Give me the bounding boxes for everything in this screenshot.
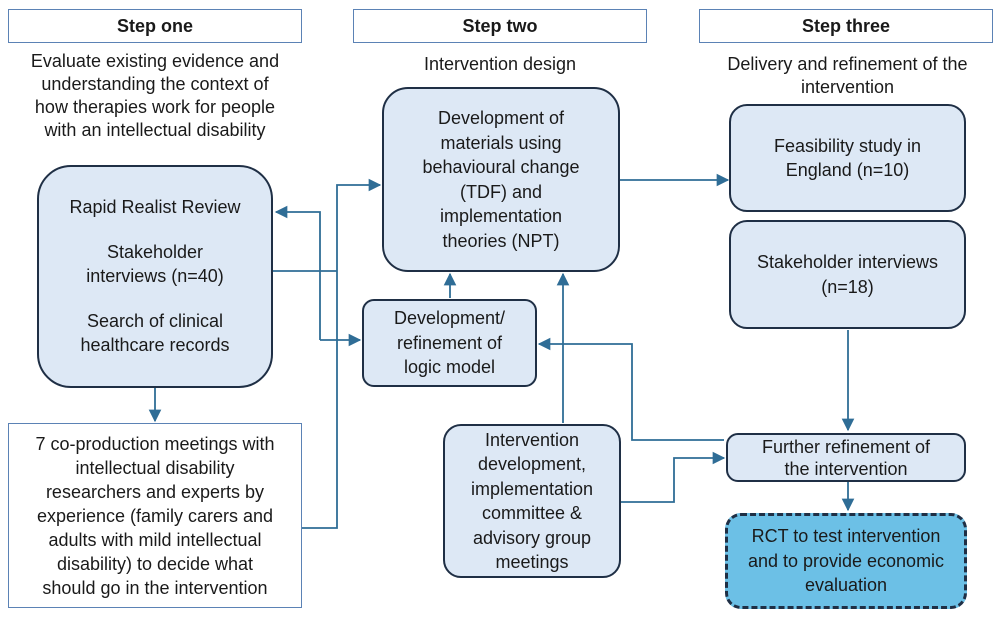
materials-development-box: Development of materials using behaviour…: [382, 87, 620, 272]
step-three-description: Delivery and refinement of the intervent…: [727, 54, 968, 97]
rapid-realist-review-label: Rapid Realist Review: [69, 197, 241, 218]
arrow-committee-to-refinement: [621, 451, 726, 503]
rct-box: RCT to test intervention and to provide …: [725, 513, 967, 609]
committee-meetings-box: Intervention development, implementation…: [443, 424, 621, 578]
coproduction-meetings-box: 7 co-production meetings with intellectu…: [8, 423, 302, 608]
step-two-description: Intervention design: [423, 54, 577, 74]
step-two-header: Step two: [353, 9, 647, 43]
further-refinement-box: Further refinement of the intervention: [726, 433, 966, 482]
logic-model-box: Development/ refinement of logic model: [362, 299, 537, 387]
step-one-description: Evaluate existing evidence and understan…: [30, 51, 280, 140]
stakeholder-interviews-box: Stakeholder interviews (n=18): [729, 220, 966, 329]
evidence-review-box: Rapid Realist Review Stakeholder intervi…: [37, 165, 273, 388]
arrow-refinement-to-logic-model: [537, 337, 724, 441]
arrow-coproduction-to-materials: [302, 178, 382, 529]
step-one-header: Step one: [8, 9, 302, 43]
step-three-header: Step three: [699, 9, 993, 43]
arrow-junction-to-review: [274, 205, 321, 340]
feasibility-study-box: Feasibility study in England (n=10): [729, 104, 966, 212]
